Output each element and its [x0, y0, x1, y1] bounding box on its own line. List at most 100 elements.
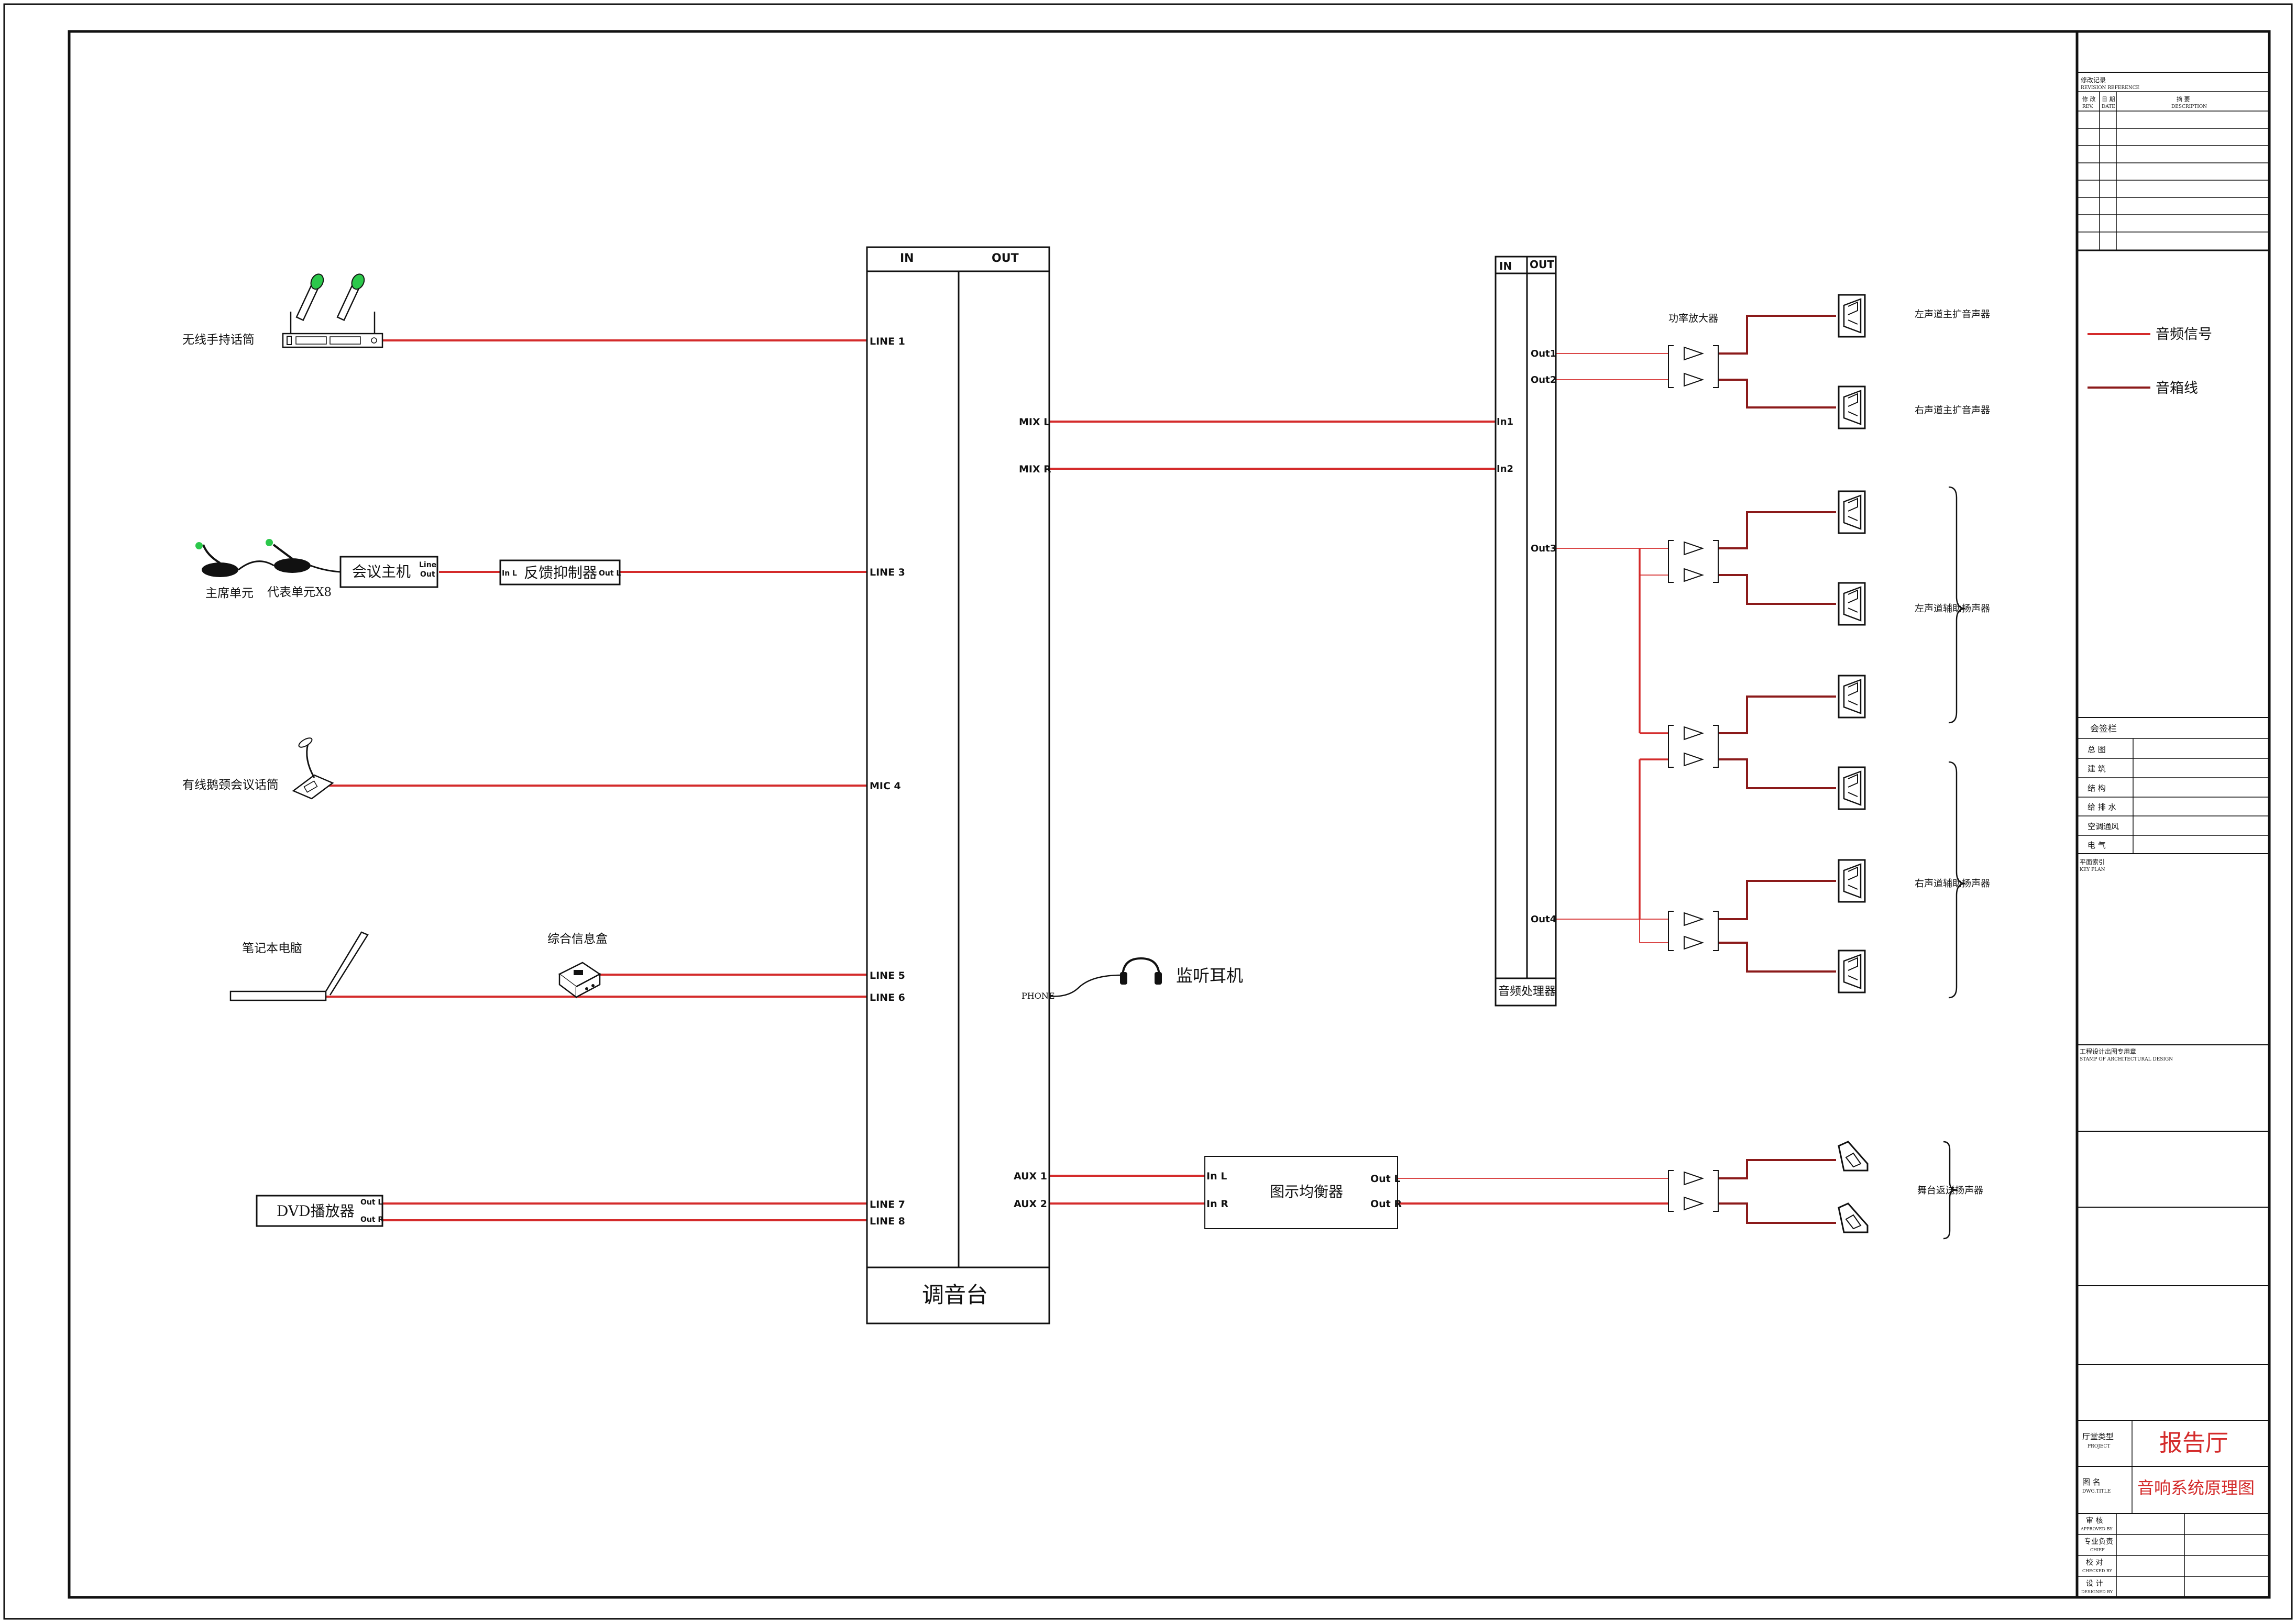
- processor-out4: Out4: [1531, 914, 1556, 925]
- amplifier-4: [1668, 911, 1719, 951]
- mixer-input-line5: LINE 5: [870, 970, 905, 981]
- brace-left-aux: [1948, 486, 1966, 724]
- tb-sign-row-4: 给 排 水: [2088, 802, 2116, 812]
- speaker-icon-right-aux-2: [1838, 859, 1866, 903]
- processor-out-label: OUT: [1530, 258, 1554, 271]
- tb-sign-row-1: 总 图: [2088, 745, 2106, 754]
- mixer-input-line1: LINE 1: [870, 336, 905, 347]
- speaker-icon-right-aux-1: [1838, 766, 1866, 810]
- label-amplifier: 功率放大器: [1668, 313, 1718, 324]
- label-graphic-eq: 图示均衡器: [1270, 1183, 1343, 1200]
- tb-revision-title: 修改记录: [2081, 76, 2106, 84]
- tb-rev-col1-en: REV.: [2082, 104, 2093, 109]
- amplifiers: [1668, 345, 1719, 1212]
- label-laptop: 笔记本电脑: [242, 942, 302, 955]
- mixer-output-mixr: MIX R: [1019, 463, 1051, 475]
- label-eq-in-r: In R: [1206, 1198, 1228, 1210]
- tb-revision-sub: REVISION REFERENCE: [2081, 85, 2139, 91]
- tb-sign-row-6: 电 气: [2088, 841, 2106, 850]
- tb-drawing-label: 图 名: [2082, 1477, 2101, 1487]
- speaker-icon-right-aux-3: [1838, 949, 1866, 993]
- label-dvd-out-l: Out L: [360, 1198, 382, 1207]
- tb-drawing-value: 音响系统原理图: [2137, 1478, 2255, 1498]
- tb-drawing-label-en: DWG.TITLE: [2082, 1489, 2111, 1494]
- tb-stamp: 工程设计出图专用章: [2080, 1047, 2136, 1055]
- mixer-in-label: IN: [900, 252, 914, 265]
- chair-unit-icon: [195, 539, 341, 577]
- speaker-icon-left-aux-2: [1838, 582, 1866, 626]
- inner-frame: [68, 30, 2271, 1599]
- speaker-wires: [1718, 315, 1836, 1224]
- label-conference-host: 会议主机: [352, 563, 411, 580]
- label-delegate-unit: 代表单元X8: [267, 586, 332, 599]
- tb-sign-title: 会签栏: [2090, 724, 2117, 734]
- tb-key-plan-en: KEY PLAN: [2080, 867, 2105, 873]
- tb-key-plan: 平面索引: [2080, 858, 2105, 866]
- tb-rev-col1: 修 改: [2082, 95, 2096, 103]
- wireless-mic-receiver: [282, 312, 383, 348]
- label-host-out: Out: [420, 570, 435, 579]
- tb-checked: 校 对: [2086, 1558, 2103, 1567]
- label-stage-monitor-speaker: 舞台返送扬声器: [1917, 1185, 1983, 1196]
- processor-in1: In1: [1497, 416, 1513, 427]
- label-chair-unit: 主席单元: [205, 587, 254, 600]
- mixer-input-line7: LINE 7: [870, 1199, 905, 1210]
- label-headphones: 监听耳机: [1176, 966, 1243, 986]
- amplifier-2: [1668, 540, 1719, 583]
- speaker-icon-left-aux-3: [1838, 675, 1866, 719]
- brace-right-aux: [1948, 761, 1966, 999]
- info-box-icon: [558, 962, 601, 999]
- signal-wires: [325, 339, 1668, 1221]
- label-info-box: 综合信息盒: [547, 932, 608, 946]
- mixer-output-mixl: MIX L: [1019, 416, 1050, 428]
- speakers: [1838, 294, 1869, 1233]
- mixer: [866, 246, 1050, 1324]
- mixer-output-phone: PHONE: [1021, 991, 1055, 1001]
- label-left-main-speaker: 左声道主扩音声器: [1915, 309, 1990, 320]
- braces: [1943, 486, 1966, 1240]
- speaker-icon-stage-monitor-1: [1838, 1141, 1869, 1172]
- graphic-eq-box: [1204, 1156, 1398, 1229]
- amplifier-5: [1668, 1170, 1719, 1212]
- tb-sign-row-2: 建 筑: [2088, 764, 2106, 774]
- tb-project-label-en: PROJECT: [2088, 1444, 2110, 1449]
- processor-in2: In2: [1497, 463, 1513, 474]
- tb-stamp-en: STAMP OF ARCHITECTURAL DESIGN: [2080, 1057, 2173, 1062]
- mixer-input-mic4: MIC 4: [870, 780, 901, 792]
- label-left-aux-speaker: 左声道辅助扬声器: [1915, 603, 1990, 614]
- tb-chief: 专业负责: [2084, 1538, 2113, 1546]
- tb-sign-row-3: 结 构: [2088, 783, 2106, 793]
- outer-frame: [3, 3, 2293, 1620]
- conference-host-box: [339, 556, 438, 588]
- speaker-icon-right-main: [1838, 385, 1866, 429]
- label-feedback-suppressor: 反馈抑制器: [524, 564, 597, 581]
- speaker-icon-left-aux-1: [1838, 490, 1866, 534]
- tb-rev-col2-en: DATE: [2102, 104, 2115, 109]
- tb-designed: 设 计: [2086, 1580, 2103, 1588]
- speaker-icon-stage-monitor-2: [1838, 1202, 1869, 1233]
- tb-designed-en: DESIGNED BY: [2081, 1589, 2113, 1594]
- mixer-out-label: OUT: [992, 252, 1019, 265]
- brace-stage: [1943, 1141, 1958, 1240]
- headphones-icon: [1120, 957, 1162, 985]
- laptop-icon: [229, 931, 369, 1001]
- label-fs-in: In L: [502, 569, 517, 578]
- tb-checked-en: CHECKED BY: [2082, 1569, 2113, 1573]
- mixer-input-line8: LINE 8: [870, 1216, 905, 1227]
- processor-out3: Out3: [1531, 543, 1556, 554]
- feedback-suppressor-box: [499, 559, 621, 586]
- amplifier-3: [1668, 725, 1719, 768]
- tb-rev-col3: 摘 要: [2177, 95, 2190, 103]
- audio-processor: [1495, 256, 1557, 1007]
- tb-chief-en: CHIEF: [2090, 1548, 2105, 1552]
- label-eq-out-l: Out L: [1370, 1173, 1400, 1185]
- label-fs-out: Out L: [599, 569, 621, 578]
- legend-speaker-cable: 音箱线: [2156, 380, 2198, 396]
- label-eq-in-l: In L: [1206, 1171, 1227, 1182]
- processor-in-label: IN: [1499, 260, 1512, 272]
- label-host-line: Line: [419, 561, 436, 569]
- processor-out2: Out2: [1531, 374, 1556, 385]
- tb-rev-col2: 日 期: [2102, 96, 2115, 103]
- amplifier-1: [1668, 345, 1719, 388]
- tb-rev-col3-en: DESCRIPTION: [2171, 104, 2207, 109]
